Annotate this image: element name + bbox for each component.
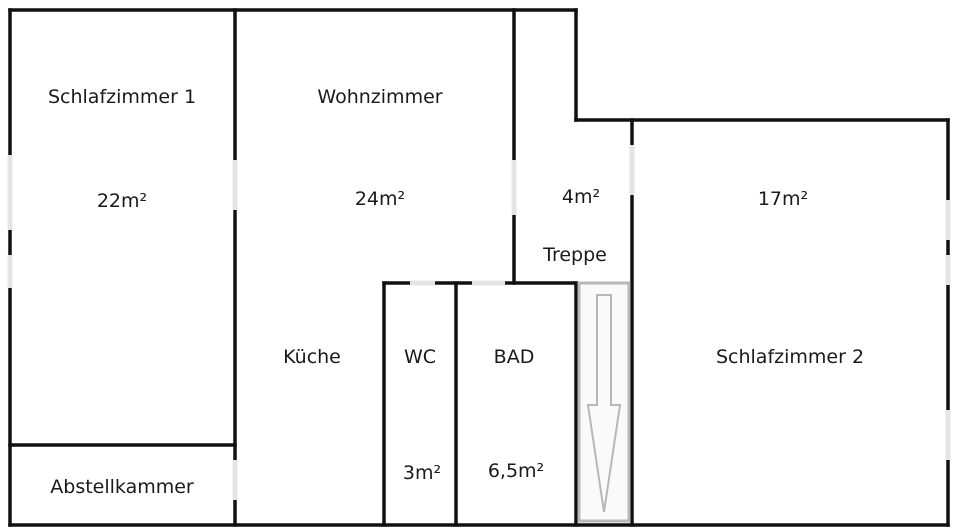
staircase-outline (577, 281, 631, 523)
wall-openings (7, 145, 951, 500)
room-name-wohnzimmer: Wohnzimmer (317, 86, 443, 108)
room-name-schlafzimmer-2: Schlafzimmer 2 (715, 346, 865, 368)
room-area-treppe: 4m² (561, 186, 601, 208)
room-area-wohnzimmer: 24m² (354, 188, 406, 210)
room-area-schlafzimmer-1: 22m² (96, 190, 148, 212)
room-area-bad: 6,5m² (487, 460, 545, 482)
room-name-schlafzimmer-1: Schlafzimmer 1 (47, 86, 197, 108)
room-name-treppe: Treppe (543, 244, 607, 266)
room-area-wc: 3m² (402, 462, 442, 484)
room-name-kueche: Küche (283, 346, 341, 368)
room-name-bad: BAD (493, 346, 535, 368)
room-name-abstellkammer: Abstellkammer (50, 476, 194, 498)
staircase (577, 281, 631, 523)
room-name-wc: WC (403, 346, 437, 368)
room-area-schlafzimmer-2: 17m² (757, 188, 809, 210)
staircase-arrow-icon (586, 294, 622, 513)
